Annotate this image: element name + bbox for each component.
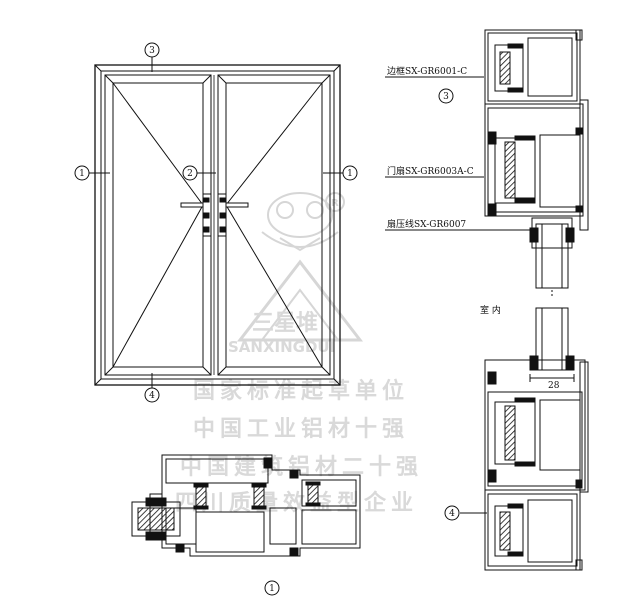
svg-text:4: 4: [149, 391, 155, 401]
outer-frame: [94, 64, 341, 386]
section-sash-bottom: [484, 359, 589, 493]
hsection-glass: [131, 493, 181, 541]
callout-frame-side-right: 1: [342, 165, 358, 181]
svg-text:2: 2: [187, 169, 193, 179]
section-bottom-frame: [484, 489, 583, 571]
watermark-brand-cn: 三星堆: [252, 311, 318, 336]
svg-text:4: 4: [449, 509, 455, 519]
watermark-registered: R: [331, 198, 339, 209]
watermark: R 三星堆 SANXINGDUI 国家标准起草单位 中国工业铝材十强 中国建筑铝…: [175, 192, 423, 516]
callout-section-vertical-top: 3: [438, 88, 454, 104]
callout-frame-bottom: 4: [144, 387, 160, 403]
watermark-line-1: 国家标准起草单位: [193, 378, 409, 404]
door-handles: [180, 193, 249, 237]
label-glass-dimension: 28: [548, 381, 560, 391]
callout-frame-side-left: 1: [74, 165, 90, 181]
label-sash-profile: 门扇SX-GR6003A-C: [387, 165, 474, 177]
callout-mullion: 2: [182, 165, 198, 181]
vertical-section: [385, 29, 589, 571]
hsection-frame: [161, 454, 361, 557]
label-bead-profile: 扇压线SX-GR6007: [387, 218, 466, 230]
label-interior: 室 内: [480, 304, 501, 316]
svg-text:1: 1: [79, 169, 85, 179]
section-sash-top: [484, 99, 589, 231]
section-glass-top: [529, 217, 575, 296]
section-glass-bottom: [529, 307, 575, 382]
elevation-callouts: 3 4 1 1 2: [74, 42, 358, 403]
callout-section-horizontal: 1: [264, 580, 280, 596]
watermark-brand-en: SANXINGDUI: [228, 338, 335, 356]
section-top-frame: [484, 29, 583, 105]
watermark-line-2: 中国工业铝材十强: [193, 416, 409, 442]
svg-text:1: 1: [347, 169, 353, 179]
left-door-leaf: [104, 74, 212, 376]
outer-frame-inner-edge: [100, 70, 335, 380]
label-frame-profile: 边框SX-GR6001-C: [387, 65, 467, 77]
watermark-line-3: 中国建筑铝材二十强: [180, 454, 423, 480]
svg-text:1: 1: [269, 584, 275, 594]
callout-frame-top: 3: [144, 42, 160, 58]
opening-indicator-left: [112, 82, 204, 368]
callout-section-vertical-bottom: 4: [444, 505, 460, 521]
svg-text:3: 3: [443, 92, 449, 102]
door-elevation: [89, 57, 344, 388]
svg-text:3: 3: [149, 46, 155, 56]
horizontal-section: [131, 454, 361, 557]
